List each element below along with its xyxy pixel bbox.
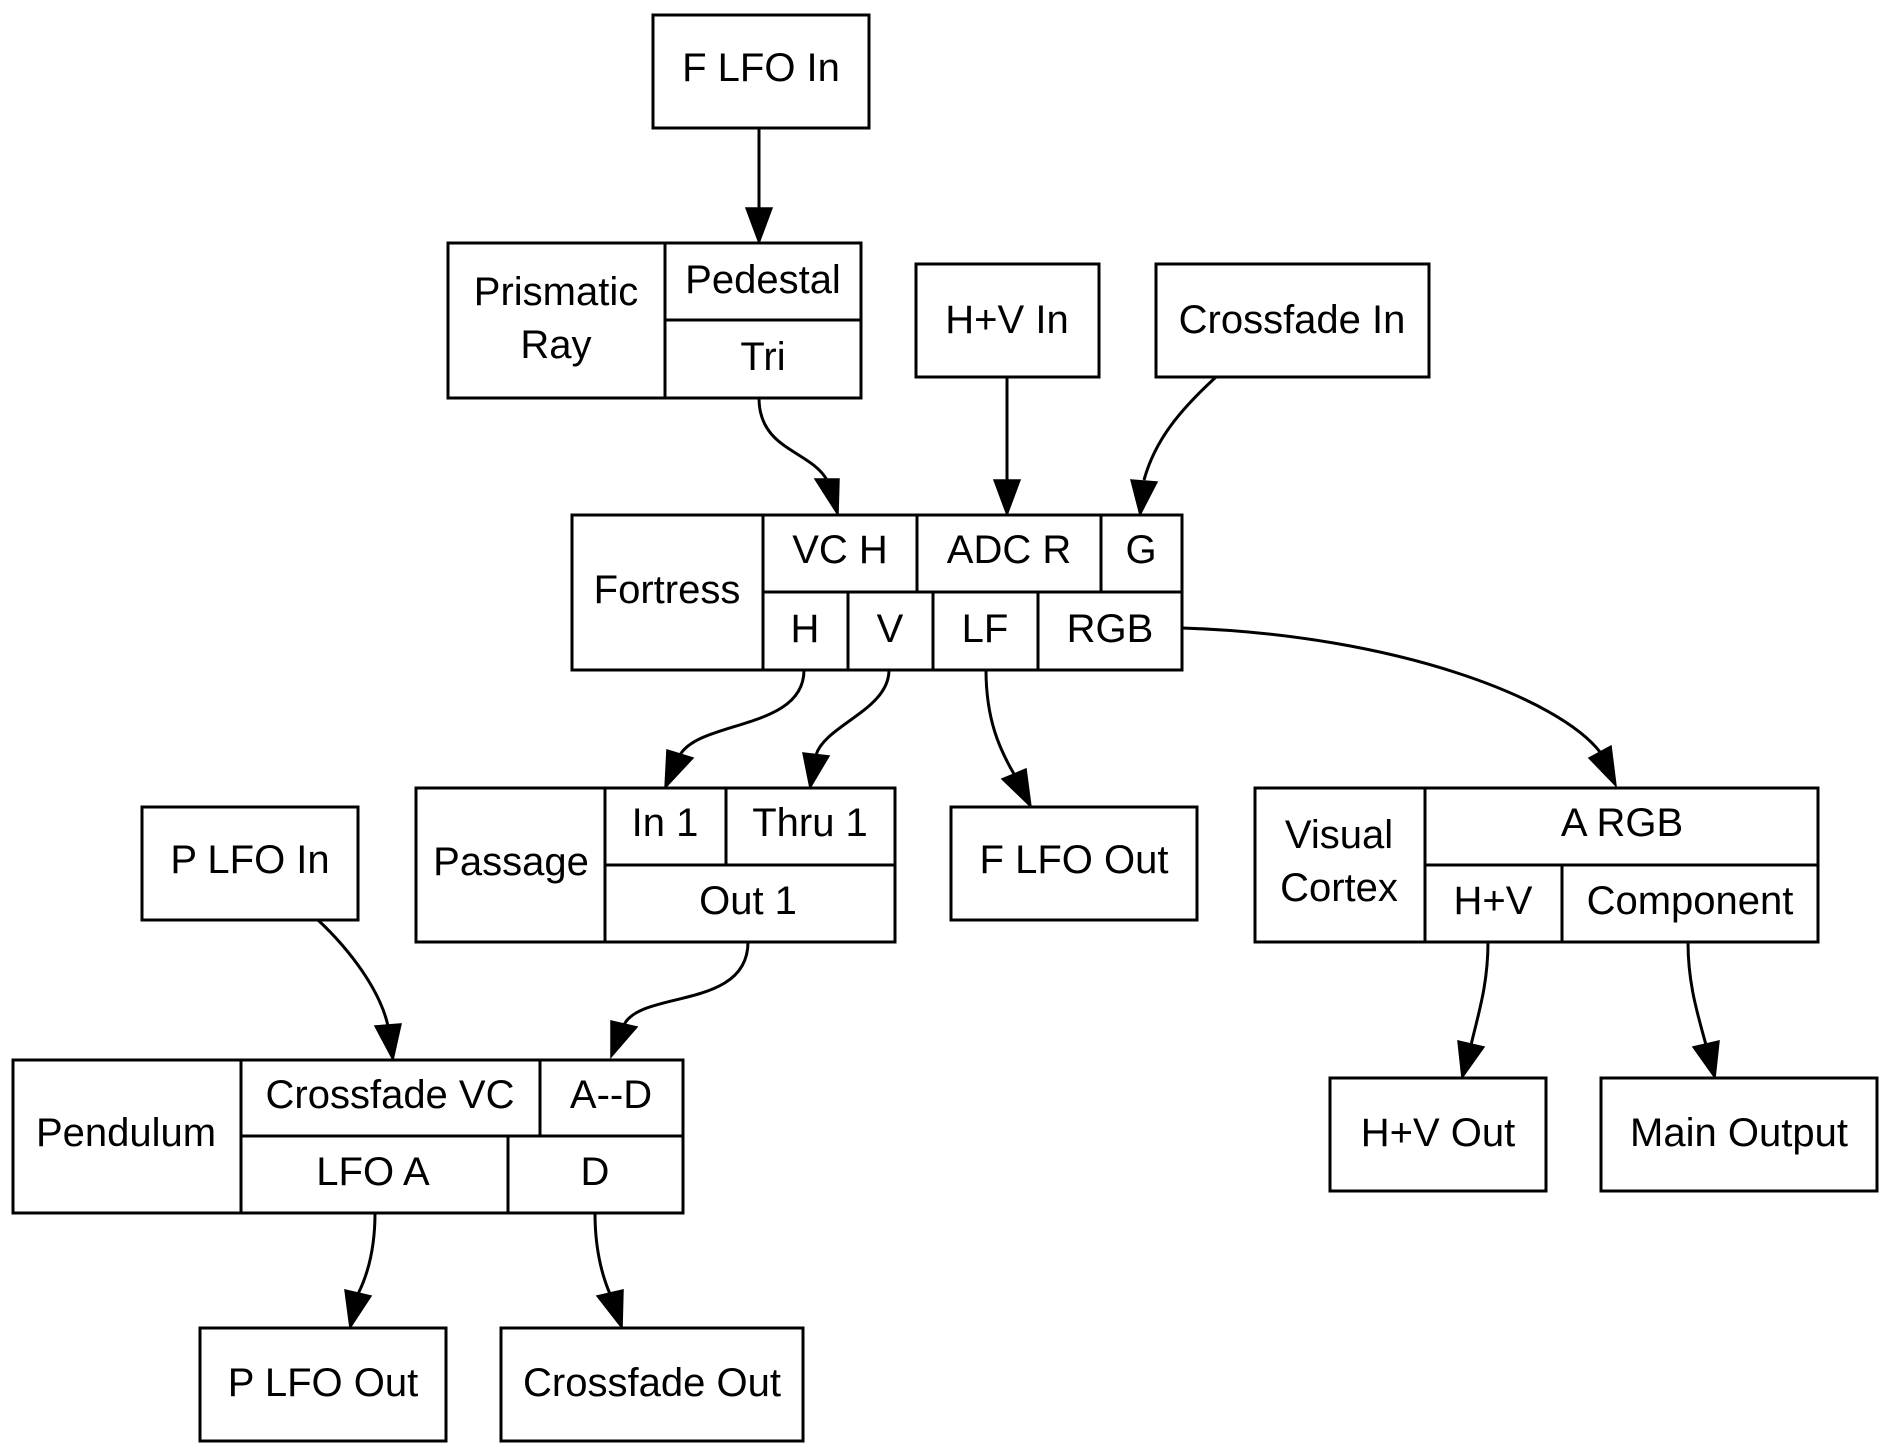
node-fortress: Fortress VC H ADC R G H V LF RGB <box>570 513 1184 672</box>
node-label: Crossfade In <box>1179 298 1406 342</box>
port-a-rgb: A RGB <box>1561 801 1683 845</box>
node-p-lfo-out: P LFO Out <box>198 1326 448 1443</box>
port-lf: LF <box>962 607 1009 651</box>
port-pedestal: Pedestal <box>685 258 841 302</box>
node-crossfade-in: Crossfade In <box>1154 262 1431 379</box>
edge-tri-to-vc-h <box>757 397 829 481</box>
edge-h-to-in-1 <box>678 669 806 756</box>
port-g: G <box>1125 528 1156 572</box>
arrowhead <box>344 1289 373 1331</box>
node-f-lfo-in: F LFO In <box>651 13 871 130</box>
node-hv-in: H+V In <box>914 262 1101 379</box>
port-in-1: In 1 <box>632 801 699 845</box>
node-f-lfo-out: F LFO Out <box>949 805 1199 922</box>
port-lfo-a: LFO A <box>316 1150 430 1194</box>
edge-crossfade-in-to-g <box>1142 375 1218 481</box>
edge-out-1-to-a-d <box>622 941 750 1026</box>
arrowhead <box>1587 744 1618 789</box>
node-name-line2: Ray <box>520 323 591 367</box>
node-label: F LFO Out <box>980 838 1169 882</box>
node-name-line1: Prismatic <box>474 270 638 314</box>
port-tri: Tri <box>740 335 785 379</box>
port-adc-r: ADC R <box>947 528 1071 572</box>
port-out-1: Out 1 <box>699 879 797 923</box>
edge-component-to-main-output <box>1686 941 1708 1046</box>
node-pendulum: Pendulum Crossfade VC A--D LFO A D <box>11 1058 685 1215</box>
arrowhead <box>802 752 831 791</box>
port-v: V <box>877 607 904 651</box>
arrowhead <box>664 749 695 791</box>
node-hv-out: H+V Out <box>1328 1076 1548 1193</box>
port-crossfade-vc: Crossfade VC <box>266 1073 515 1117</box>
arrowhead <box>744 207 774 246</box>
edge-rgb-to-a-rgb <box>1181 626 1602 753</box>
port-thru-1: Thru 1 <box>752 801 868 845</box>
node-label: H+V In <box>945 298 1068 342</box>
node-label: F LFO In <box>682 46 840 90</box>
port-h: H <box>791 607 820 651</box>
port-a-d: A--D <box>570 1073 652 1117</box>
node-main-output: Main Output <box>1599 1076 1879 1193</box>
edges <box>316 128 1720 1331</box>
node-name-line2: Cortex <box>1280 866 1398 910</box>
edge-hv-to-hv-out <box>1469 941 1490 1046</box>
port-hv: H+V <box>1454 879 1533 923</box>
port-d: D <box>581 1150 610 1194</box>
arrowhead <box>1457 1040 1486 1081</box>
port-rgb: RGB <box>1067 607 1154 651</box>
arrowhead <box>1000 767 1033 810</box>
edge-lfo-a-to-p-lfo-out <box>356 1212 377 1295</box>
node-name: Passage <box>433 840 589 884</box>
arrowhead <box>610 1020 639 1060</box>
node-crossfade-out: Crossfade Out <box>499 1326 805 1443</box>
node-visual-cortex: Visual Cortex A RGB H+V Component <box>1253 786 1820 944</box>
arrowhead <box>992 479 1022 518</box>
arrowhead <box>1130 479 1159 518</box>
node-prismatic-ray: Prismatic Ray Pedestal Tri <box>446 241 863 400</box>
arrowhead <box>813 478 840 518</box>
edge-lf-to-f-lfo-out <box>984 669 1016 775</box>
node-label: Crossfade Out <box>523 1361 781 1405</box>
node-label: P LFO Out <box>228 1361 418 1405</box>
node-label: H+V Out <box>1361 1111 1516 1155</box>
node-label: Main Output <box>1630 1111 1848 1155</box>
arrowhead <box>1691 1040 1720 1081</box>
edge-v-to-thru-1 <box>814 669 891 756</box>
node-label: P LFO In <box>170 838 329 882</box>
node-name: Fortress <box>594 568 741 612</box>
port-component: Component <box>1587 879 1794 923</box>
node-p-lfo-in: P LFO In <box>140 805 360 922</box>
node-passage: Passage In 1 Thru 1 Out 1 <box>414 786 897 944</box>
edge-d-to-crossfade-out <box>593 1212 612 1295</box>
node-name-line1: Visual <box>1285 813 1393 857</box>
arrowhead <box>373 1023 402 1063</box>
arrowhead <box>595 1289 624 1331</box>
port-vc-h: VC H <box>792 528 888 572</box>
node-name: Pendulum <box>36 1111 216 1155</box>
edge-p-lfo-in-to-crossfade-vc <box>316 918 390 1027</box>
